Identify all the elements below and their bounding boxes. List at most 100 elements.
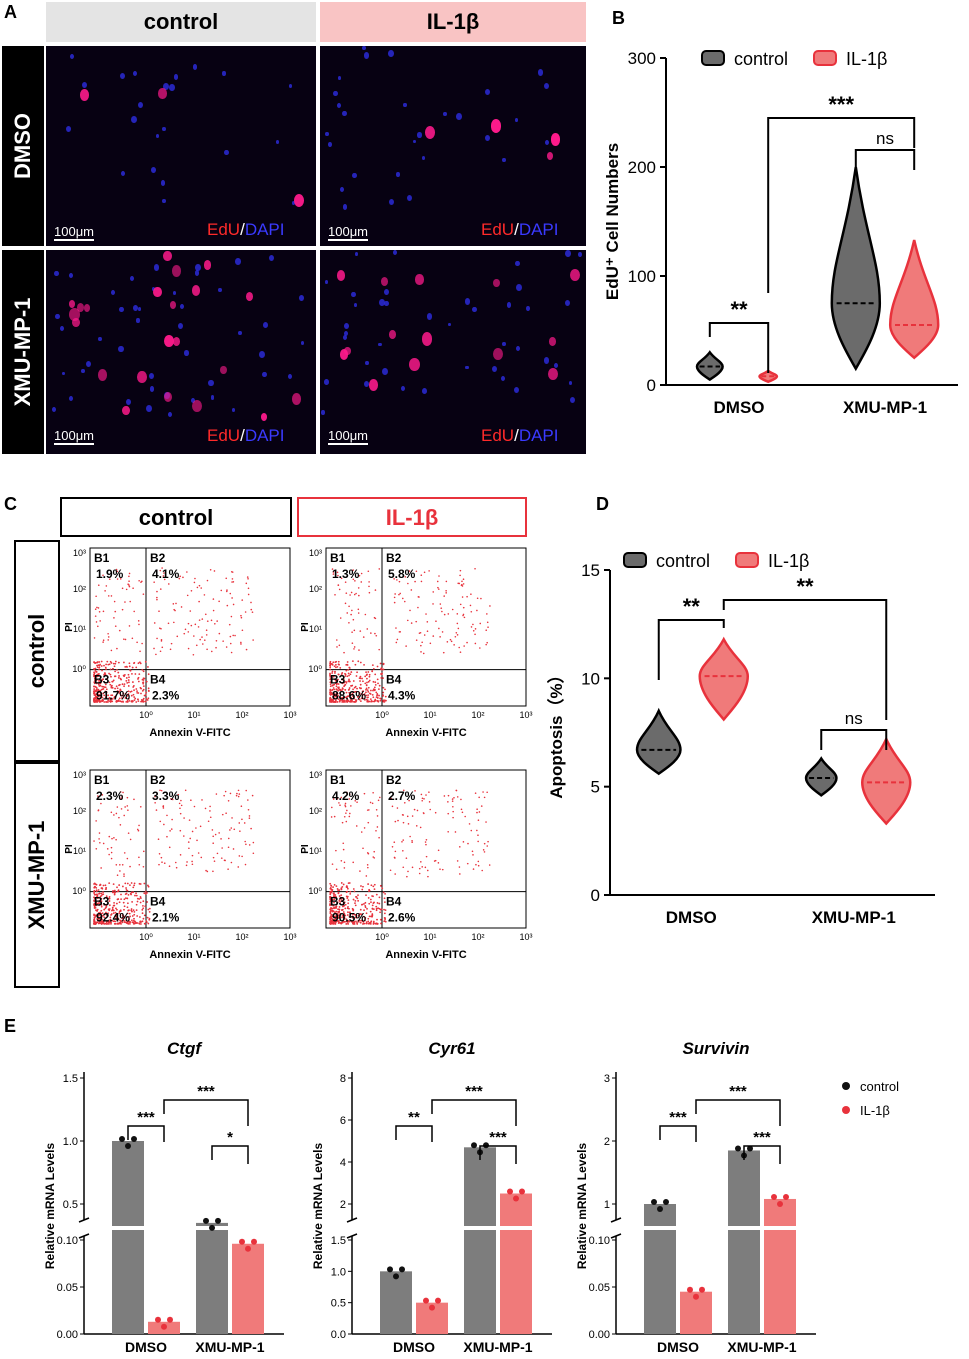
flow-event xyxy=(121,921,124,924)
flow-event xyxy=(196,839,198,842)
flow-event xyxy=(366,677,368,680)
nucleus-edu xyxy=(173,337,181,347)
y-tick-label: 15 xyxy=(581,561,600,580)
flow-event xyxy=(452,810,454,813)
flow-event xyxy=(337,686,339,689)
flow-event xyxy=(114,625,117,627)
flow-event xyxy=(425,794,427,796)
flow-event xyxy=(478,796,480,799)
flow-event xyxy=(218,832,220,834)
flow-event xyxy=(191,860,193,863)
flow-event xyxy=(103,701,106,703)
data-point xyxy=(245,1245,251,1252)
flow-event xyxy=(429,808,432,811)
nucleus-dapi xyxy=(343,323,349,330)
sig-bracket xyxy=(743,1145,781,1164)
flow-event xyxy=(329,663,332,666)
y-tick-label: 0.00 xyxy=(57,1329,78,1341)
bar-il1b xyxy=(500,1193,532,1334)
flow-event xyxy=(371,670,374,672)
stain-dapi: DAPI xyxy=(518,220,559,239)
flow-event xyxy=(97,682,100,684)
flow-event xyxy=(370,920,373,923)
flow-event xyxy=(100,916,103,919)
flow-event xyxy=(184,628,187,631)
flow-event xyxy=(114,675,117,678)
flow-event xyxy=(146,901,149,903)
nucleus-dapi xyxy=(194,270,200,276)
flow-event xyxy=(218,600,220,603)
flow-event xyxy=(455,631,458,634)
nucleus-dapi xyxy=(378,342,382,347)
y-tick-label: 2 xyxy=(604,1136,610,1148)
flow-event xyxy=(124,806,126,808)
y-tick-label: 10³ xyxy=(73,770,86,780)
flow-event xyxy=(367,570,370,573)
flow-event xyxy=(337,574,339,577)
x-tick-label: XMU-MP-1 xyxy=(843,398,927,417)
flow-event xyxy=(137,700,140,703)
flow-event xyxy=(470,626,473,628)
flow-event xyxy=(336,692,339,695)
flow-event xyxy=(459,873,461,875)
flow-event xyxy=(331,918,334,921)
flow-event xyxy=(383,897,386,900)
flow-event xyxy=(227,799,230,802)
flow-event xyxy=(93,916,96,919)
flow-event xyxy=(122,692,125,695)
flow-event xyxy=(402,849,404,852)
flow-event xyxy=(370,915,372,918)
flow-event xyxy=(130,694,133,697)
legend-label: control xyxy=(656,551,710,571)
flow-event xyxy=(188,819,191,821)
flow-event xyxy=(163,578,166,581)
flow-event xyxy=(120,678,122,681)
flow-event xyxy=(376,826,379,828)
flow-event xyxy=(420,861,422,863)
nucleus-dapi xyxy=(426,312,433,320)
flow-event xyxy=(230,861,233,864)
nucleus-dapi xyxy=(491,365,498,373)
flow-event xyxy=(463,645,465,647)
flow-event xyxy=(110,649,113,652)
flow-event xyxy=(486,641,488,644)
nucleus-dapi xyxy=(169,83,175,91)
flow-event xyxy=(359,908,362,911)
flow-event xyxy=(186,861,188,863)
flow-event xyxy=(130,908,133,910)
flow-event xyxy=(146,891,148,894)
nucleus-dapi xyxy=(515,345,521,351)
flow-event xyxy=(420,574,423,577)
flow-event xyxy=(447,812,450,815)
quadrant-label: B4 xyxy=(150,895,166,909)
x-axis-label: Annexin V-FITC xyxy=(385,949,466,961)
flow-event xyxy=(235,794,238,797)
flow-event xyxy=(428,801,431,803)
flow-event xyxy=(248,817,251,819)
flow-event xyxy=(354,904,357,907)
flow-event xyxy=(174,861,177,864)
flow-event xyxy=(334,672,336,674)
flow-event xyxy=(349,699,352,701)
flow-event xyxy=(105,914,108,916)
flow-event xyxy=(370,901,372,904)
nucleus-dapi xyxy=(162,83,169,91)
flow-event xyxy=(331,684,334,687)
nucleus-edu xyxy=(158,88,167,99)
flow-event xyxy=(375,922,377,925)
nucleus-edu xyxy=(68,300,76,309)
flow-event xyxy=(233,828,236,831)
flow-event xyxy=(337,673,340,676)
flow-event xyxy=(373,901,375,904)
flow-event xyxy=(142,685,145,688)
flow-event xyxy=(456,860,459,862)
stain-label: EdU/DAPI xyxy=(481,426,559,446)
sig-bracket xyxy=(695,1099,781,1126)
flow-event xyxy=(131,700,134,703)
flow-event xyxy=(100,867,102,869)
flow-event xyxy=(240,805,243,808)
x-tick-label: 10³ xyxy=(519,710,532,720)
flow-event xyxy=(127,673,130,676)
flow-event xyxy=(353,593,356,596)
nucleus-dapi xyxy=(55,313,60,320)
